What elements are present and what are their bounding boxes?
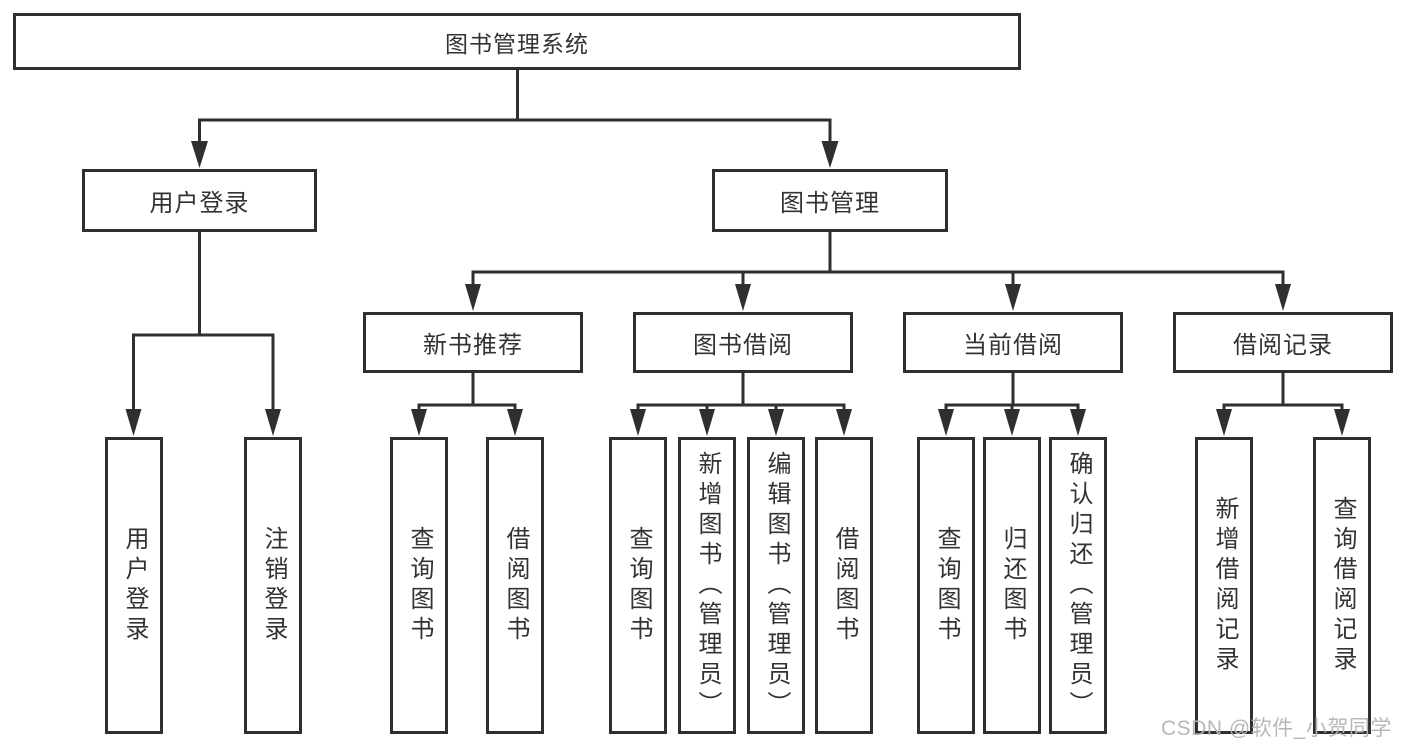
leaf-edit-book-admin: 编辑图书（管理员） [747, 437, 805, 734]
edges-current-borrow [944, 371, 1080, 411]
leaf-return-books: 归还图书 [983, 437, 1041, 734]
edges-borrow-records [1222, 371, 1344, 411]
node-borrow-records: 借阅记录 [1173, 312, 1393, 373]
leaf-label: 编辑图书（管理员） [763, 450, 790, 721]
node-current-borrow: 当前借阅 [903, 312, 1123, 373]
edges-user-login [132, 230, 275, 411]
node-book-borrow: 图书借阅 [633, 312, 853, 373]
arrowheads [125, 141, 1350, 436]
leaf-label: 查询图书 [406, 525, 433, 646]
leaf-confirm-return-admin: 确认归还（管理员） [1049, 437, 1107, 734]
leaf-label: 借阅图书 [502, 525, 529, 646]
leaf-label: 查询借阅记录 [1329, 495, 1356, 676]
edges-book-management [471, 230, 1285, 286]
edges-root [198, 68, 832, 143]
node-library-system: 图书管理系统 [13, 13, 1021, 70]
leaf-add-borrow-record: 新增借阅记录 [1195, 437, 1253, 734]
leaf-label: 借阅图书 [831, 525, 858, 646]
watermark: CSDN @软件_小贺同学 [1161, 717, 1392, 740]
leaf-label: 新增借阅记录 [1211, 495, 1238, 676]
leaf-label: 注销登录 [260, 525, 287, 646]
leaf-label: 新增图书（管理员） [694, 450, 721, 721]
leaf-query-borrow-record: 查询借阅记录 [1313, 437, 1371, 734]
leaf-user-login: 用户登录 [105, 437, 163, 734]
leaf-borrow-books-borrow: 借阅图书 [815, 437, 873, 734]
leaf-logout: 注销登录 [244, 437, 302, 734]
node-book-management: 图书管理 [712, 169, 948, 232]
leaf-label: 查询图书 [933, 525, 960, 646]
leaf-label: 归还图书 [999, 525, 1026, 646]
leaf-query-books-borrow: 查询图书 [609, 437, 667, 734]
edges-new-book-recommend [417, 371, 517, 411]
leaf-add-book-admin: 新增图书（管理员） [678, 437, 736, 734]
node-user-login: 用户登录 [82, 169, 317, 232]
leaf-label: 用户登录 [121, 525, 148, 646]
edges-book-borrow [636, 371, 846, 411]
leaf-label: 确认归还（管理员） [1065, 450, 1092, 721]
node-new-book-recommend: 新书推荐 [363, 312, 583, 373]
leaf-borrow-books-recommend: 借阅图书 [486, 437, 544, 734]
leaf-label: 查询图书 [625, 525, 652, 646]
leaf-query-books-current: 查询图书 [917, 437, 975, 734]
leaf-query-books-recommend: 查询图书 [390, 437, 448, 734]
